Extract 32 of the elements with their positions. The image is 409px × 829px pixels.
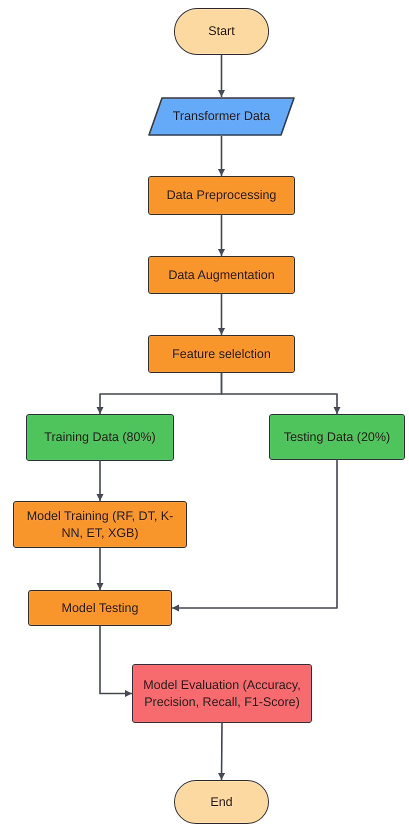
arrow — [96, 461, 104, 501]
arrow — [218, 55, 225, 97]
arrow — [172, 460, 338, 612]
arrow — [218, 136, 225, 176]
arrow — [218, 215, 225, 256]
data-box — [26, 414, 174, 461]
arrow — [96, 548, 104, 590]
data-box — [269, 414, 405, 460]
node-label: Training Data (80%) — [44, 429, 156, 446]
node-label: Transformer Data — [172, 108, 270, 125]
process-box — [148, 256, 295, 294]
node-label: Feature selelction — [172, 346, 271, 362]
node-label: Data Augmentation — [168, 266, 275, 284]
node-label: Start — [208, 23, 235, 40]
node-label: Testing Data (20%) — [284, 428, 390, 446]
arrow — [220, 373, 340, 414]
process-box — [148, 335, 295, 373]
node-label: Model Testing — [62, 600, 138, 616]
arrow — [99, 626, 132, 697]
terminal-pill — [174, 780, 269, 824]
node-label: Model Training (RF, DT, K-NN, ET, XGB) — [26, 508, 174, 541]
process-box — [28, 590, 172, 626]
process-box — [148, 176, 295, 215]
process-box — [13, 501, 187, 548]
node-label: End — [210, 794, 233, 810]
node-label: Model Evaluation (Accuracy, Precision, Recall, F1-Score) — [142, 677, 302, 710]
arrow — [218, 294, 225, 335]
data-parallelogram — [148, 97, 295, 136]
result-box — [132, 664, 312, 723]
arrow — [218, 723, 226, 780]
node-label: Data Preprocessing — [166, 187, 276, 204]
terminal-pill — [174, 8, 269, 55]
